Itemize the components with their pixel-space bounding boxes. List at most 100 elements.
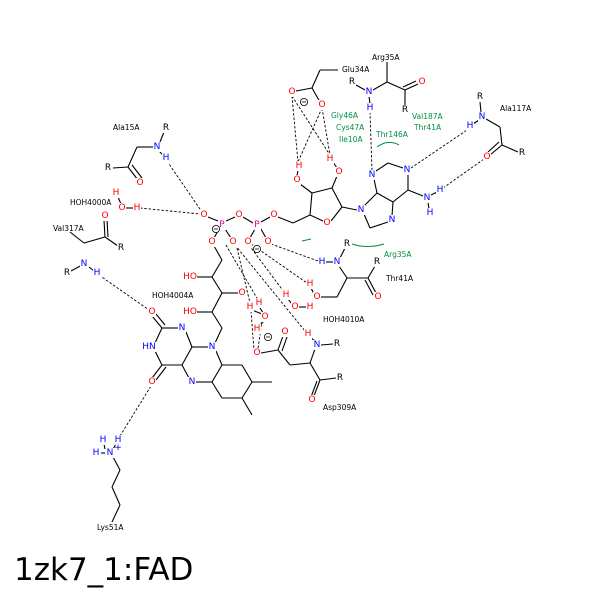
bond xyxy=(367,277,377,294)
bond xyxy=(427,201,430,210)
bond xyxy=(330,206,343,222)
bond xyxy=(367,265,376,279)
atom-label-bg xyxy=(483,152,491,162)
atom-label-bg xyxy=(333,339,341,349)
hydrophobic-label-val187: Val187A xyxy=(412,112,444,121)
bond xyxy=(320,343,334,346)
atom-label: N xyxy=(424,193,431,203)
bond xyxy=(309,192,313,216)
atom-label: O xyxy=(270,210,277,220)
atom-label-bg xyxy=(476,92,484,102)
atom-label: HO xyxy=(183,272,197,282)
bond xyxy=(112,456,121,471)
bond xyxy=(311,69,321,89)
atom-label-bg xyxy=(253,220,261,230)
bond xyxy=(111,469,121,488)
atom-label-bg xyxy=(313,340,321,350)
water-label-4000: HOH4000A xyxy=(70,198,112,207)
bond xyxy=(155,366,167,381)
atom-label: H xyxy=(467,121,474,131)
bond xyxy=(386,81,406,91)
atom-label: P xyxy=(219,220,225,230)
atom-label-bg xyxy=(368,170,376,180)
residue-label-thr41: Thr41A xyxy=(385,274,414,283)
atom-label: N xyxy=(209,342,216,352)
bond xyxy=(211,364,223,383)
atom-label: O xyxy=(208,237,215,247)
atom-label-bg xyxy=(270,210,278,220)
bond xyxy=(241,364,253,383)
hydrophobic-label-cys47: Cys47A xyxy=(336,123,365,132)
bond xyxy=(485,118,501,128)
atom-label: O xyxy=(264,237,271,247)
hydrogen-bond-line xyxy=(270,243,319,262)
bond xyxy=(309,348,316,364)
bond xyxy=(224,228,232,239)
atom-label-bg xyxy=(357,205,365,215)
atom-label: N xyxy=(358,205,365,215)
atom-label-bg xyxy=(336,373,344,383)
atom-label-bg xyxy=(63,268,71,278)
atom-label: R xyxy=(374,257,380,267)
hydrogen-bond-line xyxy=(250,310,255,351)
bond xyxy=(154,327,163,344)
atom-label-bg xyxy=(326,154,334,164)
atom-label: R xyxy=(477,92,483,102)
atom-label-bg xyxy=(253,348,261,358)
bond xyxy=(404,83,419,91)
atom-label: H xyxy=(367,103,374,113)
bond xyxy=(211,292,223,313)
bond xyxy=(331,175,338,189)
atom-label: O xyxy=(288,87,295,97)
atom-label: N xyxy=(389,215,396,225)
residue-label-ala117: Ala117A xyxy=(500,104,532,113)
bond xyxy=(151,315,163,329)
bond xyxy=(338,265,348,279)
bond xyxy=(215,350,223,366)
atom-label-bg xyxy=(183,272,197,282)
atom-label: R xyxy=(64,268,70,278)
atom-label: N xyxy=(366,87,373,97)
bond xyxy=(117,196,122,205)
atom-label: O xyxy=(148,307,155,317)
bond xyxy=(104,236,119,247)
water-label-4004: HOH4004A xyxy=(152,291,194,300)
bond xyxy=(159,131,165,143)
residue-labels: Glu34A Arg35A Ala117A Ala15A Val317A Lys… xyxy=(53,53,532,532)
bond xyxy=(211,381,223,399)
residue-label-asp309: Asp309A xyxy=(323,403,357,412)
atom-label-bg xyxy=(366,103,374,113)
bond xyxy=(355,84,366,91)
atom-label: O xyxy=(335,167,342,177)
atom-label: N xyxy=(479,112,486,122)
bond xyxy=(295,87,313,92)
atom-label-bg xyxy=(333,257,341,267)
atom-label: N xyxy=(107,448,114,458)
atom-label: O xyxy=(244,237,251,247)
bond xyxy=(241,397,253,416)
atom-label-bg xyxy=(117,243,125,253)
atom-label-bg xyxy=(92,448,100,458)
atom-label: HN xyxy=(142,342,156,352)
atom-label-bg xyxy=(188,377,196,387)
atom-label: H xyxy=(305,329,312,339)
atom-label-bg xyxy=(153,142,161,152)
atom-label: + xyxy=(114,443,122,453)
hydrogen-bond-line xyxy=(139,207,201,215)
bond xyxy=(402,80,417,88)
atom-label: H xyxy=(283,290,290,300)
atom-label-bg xyxy=(323,218,331,228)
atom-label: H xyxy=(427,208,434,218)
bond xyxy=(341,206,358,211)
atom-label-bg xyxy=(133,203,141,213)
atom-label-bg xyxy=(178,323,186,333)
bond xyxy=(499,126,503,146)
diagram-title: 1zk7_1:FAD xyxy=(14,552,194,588)
atom-label-bg xyxy=(80,259,88,269)
atom-label-bg xyxy=(261,312,269,322)
atom-label: H xyxy=(296,161,303,171)
hydrogen-bond-line xyxy=(234,244,306,332)
atom-label: HO xyxy=(183,307,197,317)
